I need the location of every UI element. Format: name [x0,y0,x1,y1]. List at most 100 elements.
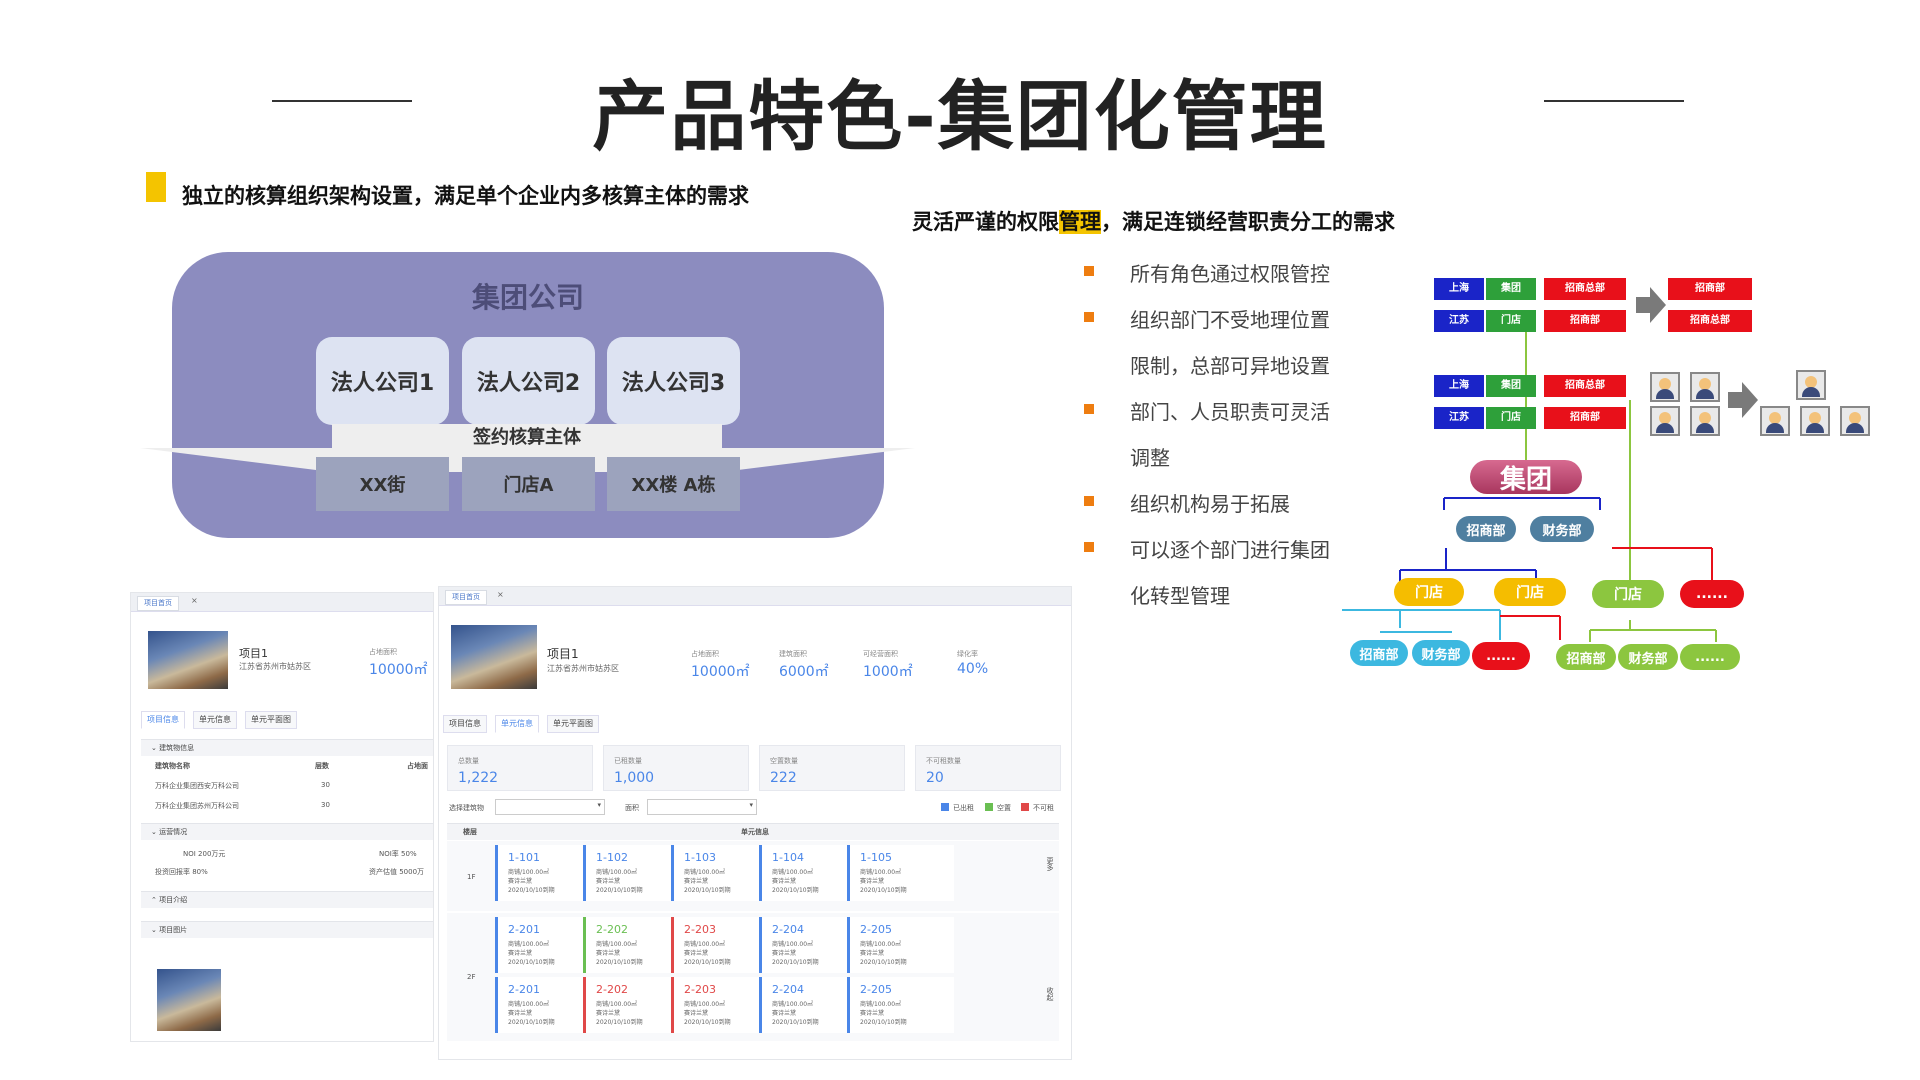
tab-floor-plan[interactable]: 单元平面图 [245,711,297,729]
legend-unrentable-swatch [1021,803,1029,811]
bullet-marker-3 [1084,404,1094,414]
unit-code: 2-205 [860,923,892,936]
tab-floor-plan-b[interactable]: 单元平面图 [547,715,599,733]
section-building[interactable]: ⌄ 建筑物信息 [141,739,433,756]
stat-value-2: 6000㎡ [779,661,829,681]
unit-detail-line: 赛诗兰黛 [772,948,796,957]
user-avatar-icon [1690,372,1720,402]
target-hq-box: 招商总部 [1668,310,1752,332]
tab-project-info[interactable]: 项目信息 [141,711,185,729]
region-jiangsu-box: 江苏 [1434,310,1484,332]
unit-detail-line: 商铺/100.00㎡ [860,939,901,948]
unit-code: 1-102 [596,851,628,864]
tree-l3-more-left: ...... [1472,642,1530,670]
ops-roi: 投资回报率 80% [155,867,208,877]
right-heading: 灵活严谨的权限管理，满足连锁经营职责分工的需求 [912,206,1395,236]
unit-detail-line: 2020/10/10到期 [508,885,555,894]
tree-l3-finance-left: 财务部 [1412,640,1470,666]
unit-code: 2-205 [860,983,892,996]
bullet-marker-5 [1084,542,1094,552]
region-jiangsu-label-2: 江苏 [1449,413,1469,424]
store-box-1: XX街 [316,457,449,511]
bullet-5-line-2: 化转型管理 [1130,580,1230,609]
floor-2f-collapse[interactable]: 收起 [1045,987,1055,1001]
unit-code: 2-203 [684,983,716,996]
type-store-box: 门店 [1486,310,1536,332]
legend-vacant-swatch [985,803,993,811]
legend-unrentable-label: 不可租 [1033,803,1054,813]
unit-detail-line: 赛诗兰黛 [860,948,884,957]
unit-detail-line: 商铺/100.00㎡ [508,999,549,1008]
unit-detail-line: 赛诗兰黛 [596,876,620,885]
corp-box-1: 法人公司1 [316,337,449,425]
unit-detail-line: 商铺/100.00㎡ [508,867,549,876]
unit-code: 2-204 [772,983,804,996]
dept-hq-label-2: 招商总部 [1565,381,1605,392]
stat-label-4: 绿化率 [957,649,978,659]
unit-detail-line: 2020/10/10到期 [596,1017,643,1026]
section-intro[interactable]: ⌃ 项目介绍 [141,891,433,908]
project-image[interactable] [157,969,221,1031]
tree-finance-node: 财务部 [1530,516,1594,542]
filter-building-select[interactable]: ▾ [495,799,605,815]
unit-code: 2-202 [596,923,628,936]
unit-code: 2-202 [596,983,628,996]
section-ops[interactable]: ⌄ 运营情况 [141,823,433,840]
unit-detail-line: 赛诗兰黛 [684,948,708,957]
unit-code: 1-101 [508,851,540,864]
region-jiangsu-label: 江苏 [1449,316,1469,327]
unit-detail-line: 商铺/100.00㎡ [772,999,813,1008]
chevron-down-icon: ▾ [749,801,753,809]
unit-detail-line: 商铺/100.00㎡ [860,999,901,1008]
arrow-right-icon [1636,285,1666,325]
summary-total: 总数量 1,222 [447,745,593,791]
left-heading: 独立的核算组织架构设置，满足单个企业内多核算主体的需求 [182,180,749,210]
tree-store-node-1: 门店 [1394,578,1464,606]
user-avatar-icon [1800,406,1830,436]
unit-code: 1-105 [860,851,892,864]
tab-project-info-b[interactable]: 项目信息 [443,715,487,733]
unit-detail-line: 2020/10/10到期 [596,885,643,894]
bullet-4-line-1: 组织机构易于拓展 [1130,488,1290,517]
filter-area-label: 面积 [625,803,639,813]
close-icon[interactable]: × [191,596,198,605]
ops-noi-rate: NOI率 50% [379,849,417,859]
bullet-5-line-1: 可以逐个部门进行集团 [1130,534,1330,563]
table-row-1-name: 万科企业集团西安万科公司 [155,781,239,791]
bullet-marker-1 [1084,266,1094,276]
tab-unit-info[interactable]: 单元信息 [193,711,237,729]
section-intro-label: 项目介绍 [159,896,187,904]
floor-1f-more[interactable]: 更多 [1045,857,1055,871]
project-name-b: 项目1 [547,645,579,662]
filter-area-select[interactable]: ▾ [647,799,757,815]
chevron-down-icon: ▾ [597,801,601,809]
target-branch-box: 招商部 [1668,278,1752,300]
title-rule-right [1544,100,1684,102]
tab-project-home-b[interactable]: 项目首页 [445,590,487,605]
unit-detail-line: 商铺/100.00㎡ [860,867,901,876]
summary-total-label: 总数量 [458,756,479,766]
ops-asset-value: 资产估值 5000万 [369,867,424,877]
project-thumbnail [148,631,228,689]
project-address: 江苏省苏州市姑苏区 [239,661,311,672]
region-shanghai-box: 上海 [1434,278,1484,300]
dept-branch-box: 招商部 [1544,310,1626,332]
unit-detail-line: 赛诗兰黛 [684,876,708,885]
tab-unit-info-b[interactable]: 单元信息 [495,715,539,733]
type-group-box: 集团 [1486,278,1536,300]
unit-detail-line: 赛诗兰黛 [860,876,884,885]
bullet-marker-2 [1084,312,1094,322]
unit-code: 2-201 [508,923,540,936]
section-images[interactable]: ⌄ 项目图片 [141,921,433,938]
floor-label-1f: 1F [467,873,475,881]
user-avatar-icon [1796,370,1826,400]
unit-detail-line: 商铺/100.00㎡ [772,939,813,948]
close-icon[interactable]: × [497,590,504,599]
heading-marker [146,172,166,202]
tab-project-home[interactable]: 项目首页 [137,596,179,611]
type-store-label-2: 门店 [1501,413,1521,424]
dept-hq-box: 招商总部 [1544,278,1626,300]
